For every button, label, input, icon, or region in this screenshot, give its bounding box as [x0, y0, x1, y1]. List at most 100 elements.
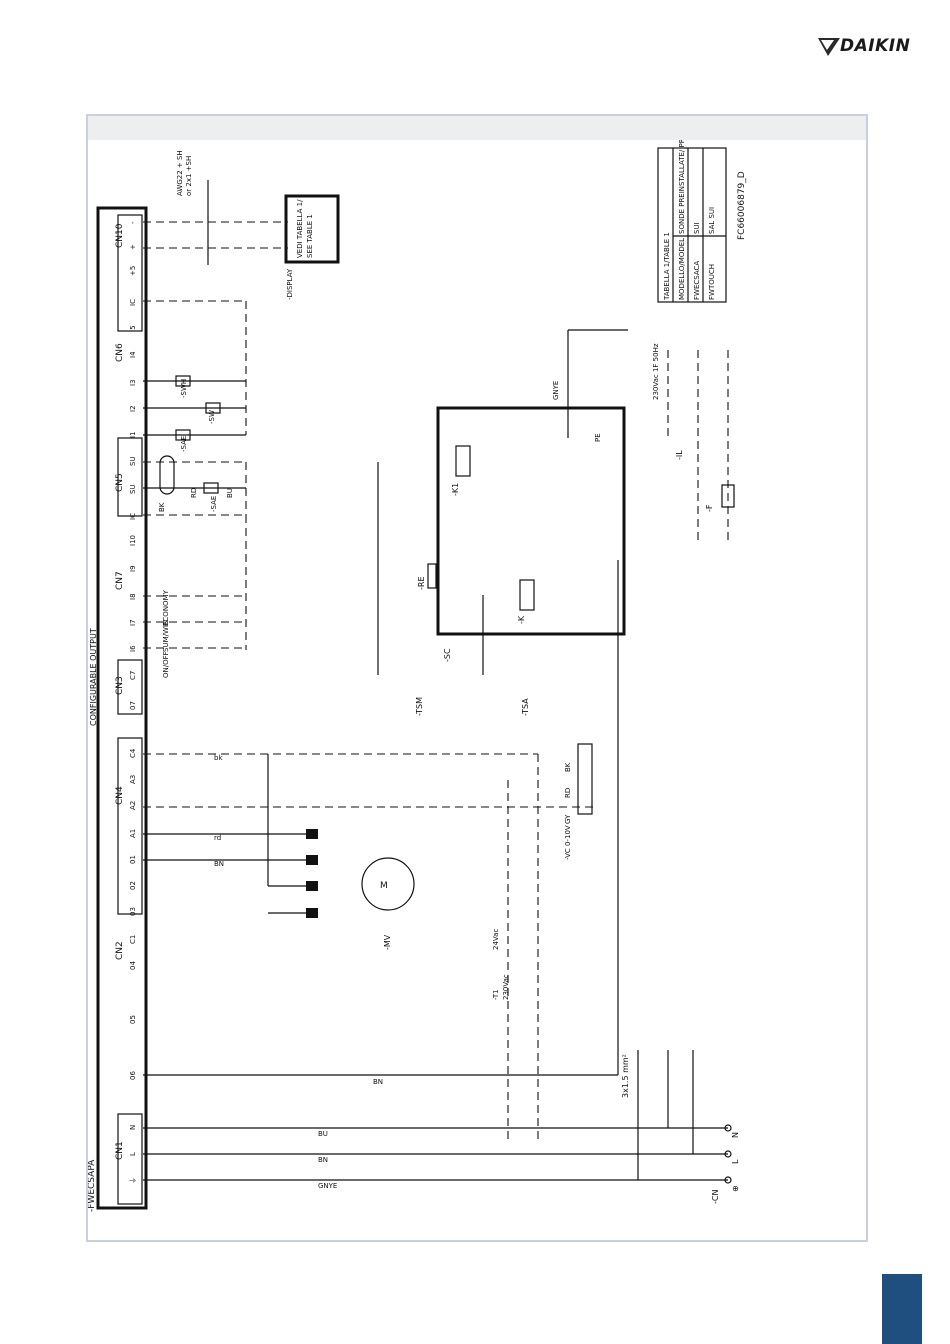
- display-see-table-2: SEE TABLE 1: [306, 214, 314, 258]
- pin-label: 01: [129, 855, 137, 864]
- table-model-1: FWECSACA: [693, 261, 701, 300]
- pin-label: I1: [129, 431, 137, 438]
- sae-label: -SAE: [180, 436, 188, 452]
- configurable-output-label: CONFIGURABLE OUTPUT: [89, 628, 98, 726]
- wire-bk-label: bk: [214, 754, 223, 762]
- terminal-n-label: N: [731, 1132, 740, 1138]
- gnye-label: GNYE: [552, 381, 560, 400]
- pin-label: -: [129, 221, 137, 224]
- f-label: -F: [705, 504, 714, 512]
- supply-label: 230Vac 1F 50Hz: [652, 343, 660, 400]
- daikin-logo-mark-icon: [818, 38, 840, 56]
- valve-gy-label: GY: [564, 814, 572, 824]
- sw-probe: [205, 402, 221, 414]
- n-bus-label: BU: [318, 1130, 328, 1138]
- valve-rd-label: RD: [564, 788, 572, 798]
- sheet-code: FC66006879_D: [737, 171, 747, 240]
- valve-actuator: [577, 743, 593, 815]
- k1-coil: [455, 445, 471, 477]
- motor-label: -MV: [383, 934, 392, 950]
- pin-label: I9: [129, 565, 137, 572]
- sae-probe: [175, 429, 191, 441]
- pin-labels: N L ⏚ 06 05 04 C1 03 02 01 A1 A2 A3 C4 0…: [129, 221, 137, 1184]
- tsa-label: -TSA: [521, 698, 530, 716]
- cn2-bn-label: BN: [373, 1078, 383, 1086]
- fan-motor: [361, 857, 415, 911]
- cn3-label: CN3: [115, 676, 125, 695]
- fuse: [721, 484, 735, 508]
- probe-table: TABELLA 1/TABLE 1 MODELLO/MODEL SONDE PR…: [657, 140, 727, 303]
- pin-label: +: [129, 244, 137, 250]
- t1-secondary-label: 24Vac: [492, 929, 500, 950]
- cn10-label: CN10: [115, 223, 125, 248]
- pin-label: 04: [129, 961, 137, 970]
- controller-board: [96, 206, 148, 1210]
- pin-label: 07: [129, 701, 137, 710]
- t1-primary-label: 230Vac: [502, 974, 510, 1000]
- k-coil: [519, 579, 535, 611]
- cn4-label: CN4: [115, 786, 125, 805]
- motor-plugs: [306, 829, 318, 918]
- pin-label: C1: [129, 935, 137, 944]
- t1-label: -T1: [492, 989, 500, 1000]
- terminal-n: [724, 1124, 732, 1132]
- re-resistor: [427, 563, 437, 589]
- valve-bk-label: BK: [564, 762, 572, 772]
- sum-win-label: SUM/WIN: [162, 620, 170, 652]
- on-off-label: ON/OFF: [162, 651, 170, 678]
- wire-rd-label: rd: [214, 834, 221, 842]
- pin-label: SU: [129, 484, 137, 494]
- table-model-2: FWTOUCH: [708, 264, 716, 300]
- frame-header-bar: [88, 116, 866, 140]
- brand-logo: [818, 34, 928, 60]
- pin-label: I6: [129, 645, 137, 652]
- table-header-probes: SONDE PREINSTALLATE/ PRE-INSTALLED PROBE…: [678, 140, 686, 234]
- sae2-probe: [203, 482, 219, 494]
- table-header-model: MODELLO/MODEL: [678, 238, 686, 300]
- pin-label: C7: [129, 671, 137, 680]
- il-label: -IL: [675, 450, 684, 460]
- pin-label: I4: [129, 351, 137, 358]
- cn2-label: CN2: [115, 941, 125, 960]
- pe-label: PE: [594, 433, 602, 442]
- cn5-label: CN5: [115, 473, 125, 492]
- display-unit: [284, 194, 340, 264]
- swh-probe: [175, 375, 191, 387]
- page-tab-marker: [882, 1274, 922, 1344]
- cn5-jumper: [159, 455, 175, 495]
- pin-label: I8: [129, 593, 137, 600]
- re-label: -RE: [417, 577, 426, 591]
- pe-bus-label: GNYE: [318, 1182, 337, 1190]
- pin-label: A1: [129, 829, 137, 838]
- wiring-diagram: .w { stroke:#111; stroke-width:1.2; fill…: [88, 140, 747, 1212]
- pin-label: I10: [129, 535, 137, 546]
- cn1-label: CN1: [115, 1141, 125, 1160]
- cn-label: -CN: [711, 1190, 720, 1204]
- pin-label: 03: [129, 907, 137, 916]
- display-label: -DISPLAY: [286, 268, 294, 300]
- pin-label: A3: [129, 775, 137, 784]
- brand-name: DAIKIN: [840, 36, 911, 56]
- sc-label: -SC: [443, 648, 452, 662]
- cn5-block: [117, 437, 143, 517]
- cn4-block: [117, 737, 143, 915]
- swh-label: -SWH: [180, 379, 188, 398]
- pin-label: SU: [129, 456, 137, 466]
- pin-label: 05: [129, 1015, 137, 1024]
- rd-label: RD: [190, 488, 198, 498]
- cn3-block: [117, 659, 143, 715]
- cn10-block: [117, 214, 143, 332]
- pin-label: 06: [129, 1071, 137, 1080]
- bu-label: BU: [226, 488, 234, 498]
- table-probes-2: SAL SUI: [708, 207, 716, 234]
- terminal-l: [724, 1150, 732, 1158]
- cn6-label: CN6: [115, 343, 125, 362]
- k1-label: -K1: [451, 483, 460, 496]
- terminal-pe: [724, 1176, 732, 1184]
- pin-label: C4: [129, 748, 137, 758]
- pin-label: A2: [129, 801, 137, 810]
- cable-label-2: or 2x1 +SH: [185, 156, 193, 196]
- bk-label: BK: [158, 502, 166, 512]
- relay-box: [436, 406, 626, 636]
- pin-label: ⏚: [129, 1177, 137, 1184]
